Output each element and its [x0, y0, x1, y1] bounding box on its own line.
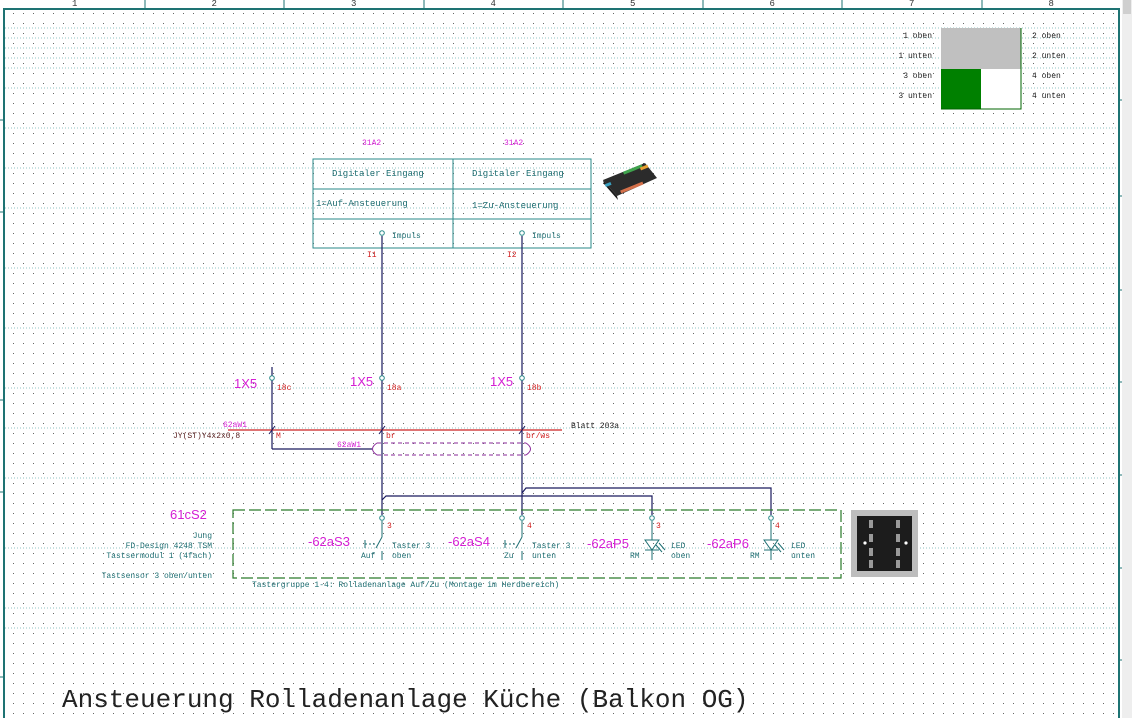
terminal-18c[interactable]: 18c [277, 384, 292, 393]
module-sensor: Tastsensor 3 oben/unten [101, 572, 212, 581]
terminal-18a[interactable]: 18a [387, 384, 402, 393]
knx-actuator-device-icon [603, 163, 657, 200]
channel-1-mode: Impuls [392, 232, 421, 241]
wire-led-p6 [521, 487, 772, 515]
device-s4-desc2: unten [532, 552, 557, 561]
device-p5-id[interactable]: -62aP5 [587, 536, 629, 551]
wire-brws-label: br/ws [526, 432, 551, 441]
legend-label-1-oben: 1 oben [903, 32, 932, 41]
device-p5-desc1: LED [671, 542, 686, 551]
column-label-4: 4 [490, 0, 496, 9]
pin-i1: I1 [367, 251, 377, 260]
device-s3-desc2: oben [392, 552, 412, 561]
device-s3-id[interactable]: -62aS3 [308, 534, 350, 549]
cable-id[interactable]: 62aW1 [223, 421, 248, 430]
vertical-scrollbar[interactable] [1122, 0, 1132, 718]
group-caption: Tastergruppe 1-4: Rolladenanlage Auf/Zu … [252, 581, 560, 590]
wire-led-p5 [381, 495, 653, 515]
jung-push-button-module-icon [851, 510, 918, 577]
sheet-title: Ansteuerung Rolladenanlage Küche (Balkon… [62, 685, 749, 715]
device-p6-pin: 4 [775, 522, 780, 531]
device-p5-desc2: oben [671, 552, 691, 561]
shield-label: 62aW1 [337, 441, 362, 450]
sheet-frame [3, 8, 1120, 718]
legend-active-fill [941, 69, 981, 109]
column-label-6: 6 [769, 0, 775, 9]
sheet-reference-link[interactable]: Blatt 203a [571, 422, 620, 431]
wire-m-label: M [276, 432, 281, 441]
cable-core-marks [268, 425, 526, 435]
column-label-7: 7 [909, 0, 915, 9]
actuator-ref-1: 31A2 [362, 139, 382, 148]
channel-2-header[interactable]: Digitaler Eingang [472, 169, 564, 179]
legend-label-4-unten: 4 unten [1032, 92, 1066, 101]
device-s4-desc1: Taster 3 [532, 542, 571, 551]
column-label-1: 1 [72, 0, 78, 9]
cable-type: JY(ST)Y4x2x0,8 [173, 432, 241, 441]
module-desc-1: Jung [192, 532, 212, 541]
column-label-8: 8 [1048, 0, 1054, 9]
channel-1-header[interactable]: Digitaler Eingang [332, 169, 424, 179]
switch-symbols [364, 521, 523, 560]
device-s3-desc1: Taster 3 [392, 542, 431, 551]
grid-guides [5, 27, 1118, 629]
channel-2-mode: Impuls [532, 232, 561, 241]
channel-2-function[interactable]: 1=Zu-Ansteuerung [472, 201, 559, 211]
legend-label-2-oben: 2 oben [1032, 32, 1061, 41]
device-p6-desc2: unten [791, 552, 816, 561]
actuator-table [312, 158, 592, 249]
device-s3-sub: Auf [361, 552, 376, 561]
legend-label-4-oben: 4 oben [1032, 72, 1061, 81]
legend-inactive-fill [981, 69, 1021, 109]
dot-grid [5, 12, 1117, 718]
device-s3-pin: 3 [387, 522, 392, 531]
device-p6-desc1: LED [791, 542, 806, 551]
scrollbar-thumb[interactable] [1123, 0, 1131, 14]
legend-label-1-unten: 1 unten [898, 52, 932, 61]
column-label-2: 2 [211, 0, 217, 9]
device-s4-sub: Zu [504, 552, 514, 561]
device-s4-id[interactable]: -62aS4 [448, 534, 490, 549]
legend-label-3-unten: 3 unten [898, 92, 932, 101]
column-label-5: 5 [630, 0, 636, 9]
device-s4-pin: 4 [527, 522, 532, 531]
device-p6-id[interactable]: -62aP6 [707, 536, 749, 551]
actuator-ref-2: 31A2 [504, 139, 524, 148]
terminal-strip-2[interactable]: 1X5 [350, 374, 374, 389]
legend-label-3-oben: 3 oben [903, 72, 932, 81]
module-id[interactable]: 61cS2 [170, 507, 207, 522]
column-dividers [144, 0, 983, 9]
terminal-strip-1[interactable]: 1X5 [234, 376, 258, 391]
module-desc-3: Tastsermodul 1 (4fach) [106, 552, 212, 561]
column-header-band [0, 0, 1122, 9]
device-p5-pin: 3 [656, 522, 661, 531]
legend-box [941, 28, 1022, 110]
module-desc-2: FD-Design 4248 TSM [125, 542, 212, 551]
device-p5-sub: RM [630, 552, 640, 561]
led-symbols [644, 521, 785, 560]
terminal-points [269, 230, 774, 521]
terminal-strip-3[interactable]: 1X5 [490, 374, 514, 389]
channel-1-function[interactable]: 1=Auf-Ansteuerung [316, 199, 408, 209]
legend-label-2-unten: 2 unten [1032, 52, 1066, 61]
cable-shield [372, 442, 531, 456]
column-label-3: 3 [351, 0, 357, 9]
device-p6-sub: RM [750, 552, 760, 561]
legend-top-fill [941, 28, 1021, 69]
wire-br-label: br [386, 432, 396, 441]
terminal-18b[interactable]: 18b [527, 384, 542, 393]
group-box [232, 509, 842, 579]
pin-i2: I2 [507, 251, 517, 260]
